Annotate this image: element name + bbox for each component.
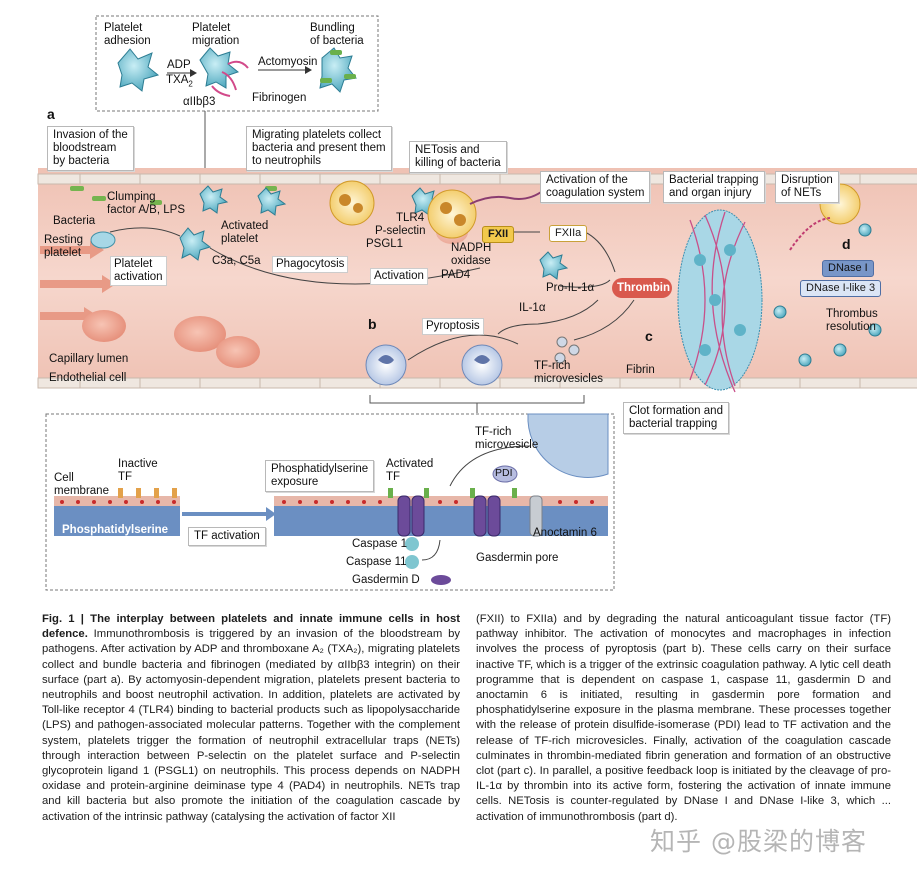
label-inactive-tf: Inactive TF [118, 458, 158, 483]
tf-activation-arrow [182, 507, 276, 521]
tf-microvesicles [554, 336, 580, 364]
box-invasion: Invasion of the bloodstream by bacteria [47, 126, 134, 171]
flow-arrows [40, 241, 116, 325]
label-bundling: Bundling of bacteria [310, 22, 364, 47]
label-activated-tf: Activated TF [386, 458, 434, 483]
box-activation-coagulation: Activation of the coagulation system [540, 171, 651, 203]
neutrophils [329, 180, 861, 239]
label-il-1a: IL-1α [519, 302, 546, 314]
label-tlr4: TLR4 [396, 212, 425, 224]
label-anoctamin-6: Anoctamin 6 [533, 527, 597, 539]
label-resting-platelet: Resting platelet [44, 234, 83, 259]
label-cell-membrane: Cell membrane [54, 472, 109, 497]
label-bacteria: Bacteria [53, 215, 96, 227]
resolution-cells [773, 223, 882, 367]
label-txa2: TXA2 [166, 74, 193, 89]
tag-fxiia: FXIIa [549, 225, 588, 242]
box-bacterial-trapping: Bacterial trapping and organ injury [663, 171, 765, 203]
net-strands [469, 189, 545, 205]
tag-dnase1: DNase I [822, 260, 874, 277]
box-netosis: NETosis and killing of bacteria [409, 141, 507, 173]
inset-adhesion-platelet [117, 48, 160, 92]
label-thrombin: Thrombin [617, 282, 671, 294]
label-actomyosin: Actomyosin [258, 56, 318, 68]
label-fibrinogen: Fibrinogen [252, 92, 307, 104]
caption-left-body: Immunothrombosis is triggered by an inva… [42, 628, 460, 823]
label-gasdermin-d: Gasdermin D [352, 574, 420, 586]
red-blood-cells [82, 220, 468, 368]
label-phosphatidylserine: Phosphatidylserine [62, 524, 169, 536]
caption-right-column: (FXII) to FXIIa) and by degrading the na… [476, 612, 891, 825]
activated-platelets [179, 185, 569, 280]
caption-fig-label: Fig. 1 | [42, 613, 91, 625]
caption-left-column: Fig. 1 | The interplay between platelets… [42, 612, 460, 825]
tag-dnase1-like3: DNase I-like 3 [800, 280, 882, 297]
label-tf-rich-microvesicle: TF-rich microvesicle [475, 426, 539, 451]
label-pdi: PDI [495, 467, 513, 479]
vessel-wall-top [37, 173, 917, 185]
figure-illustration [37, 15, 917, 591]
label-integrin: αIIbβ3 [183, 96, 216, 108]
box-migrating-platelets: Migrating platelets collect bacteria and… [246, 126, 392, 171]
thrombus-clot [677, 209, 763, 393]
top-inset-frame [95, 15, 379, 112]
thrombin-pill [612, 278, 672, 298]
box-tf-activation: TF activation [188, 527, 266, 546]
anoctamin-channel [529, 495, 543, 537]
bottom-inset-frame [45, 413, 615, 591]
watermark: 知乎 @股梁的博客 [650, 827, 867, 856]
label-platelet-migration: Platelet migration [192, 22, 240, 47]
membrane-left [54, 488, 180, 536]
label-platelet-activation: Platelet activation [110, 256, 167, 286]
box-disruption: Disruption of NETs [775, 171, 839, 203]
label-thrombus-resolution: Thrombus resolution [826, 308, 878, 333]
label-capillary-lumen: Capillary lumen [49, 353, 129, 365]
label-activation: Activation [370, 268, 428, 285]
pdi-blob [492, 465, 518, 483]
inset-microvesicle [527, 413, 609, 478]
label-tf-rich-microvesicles: TF-rich microvesicles [534, 360, 604, 385]
caption-title: The interplay between platelets and inna… [42, 613, 460, 641]
panel-letter-c: c [645, 328, 653, 344]
label-psgl1: PSGL1 [366, 238, 404, 250]
label-adp: ADP [167, 59, 191, 71]
label-gasdermin-pore: Gasdermin pore [476, 552, 559, 564]
panel-letter-b: b [368, 316, 377, 332]
label-activated-platelet: Activated platelet [221, 220, 269, 245]
pathway-arrows [109, 227, 635, 361]
label-c3a-c5a: C3a, C5a [212, 255, 261, 267]
resting-platelet [90, 231, 116, 249]
label-pad4: PAD4 [441, 269, 471, 281]
monocytes [365, 344, 503, 386]
label-nadph-oxidase: NADPH oxidase [451, 242, 492, 267]
box-clot-formation: Clot formation and bacterial trapping [623, 402, 729, 434]
caspases [405, 537, 451, 585]
inset-migrating-platelet [199, 47, 249, 97]
label-fibrin: Fibrin [626, 364, 655, 376]
tag-fxii: FXII [482, 226, 515, 243]
label-clumping-factor: Clumping factor A/B, LPS [107, 191, 185, 216]
label-caspase-11: Caspase 11 [346, 556, 407, 568]
label-p-selectin: P-selectin [375, 225, 426, 237]
label-endothelial-cell: Endothelial cell [49, 372, 127, 384]
inset-bundling-platelet [319, 47, 357, 93]
box-ps-exposure: Phosphatidylserine exposure [265, 460, 375, 492]
membrane-right [274, 488, 608, 537]
label-platelet-adhesion: Platelet adhesion [104, 22, 151, 47]
panel-letter-d: d [842, 236, 851, 252]
figure-1: Platelet adhesion Platelet migration Bun… [37, 15, 917, 591]
label-pro-il-1a: Pro-IL-1α [546, 282, 595, 294]
label-caspase-1: Caspase 1 [352, 538, 407, 550]
label-pyroptosis: Pyroptosis [422, 318, 484, 335]
panel-letter-a: a [47, 106, 55, 122]
caption-right-body: (FXII) to FXIIa) and by degrading the na… [476, 613, 891, 823]
label-phagocytosis: Phagocytosis [272, 256, 349, 273]
